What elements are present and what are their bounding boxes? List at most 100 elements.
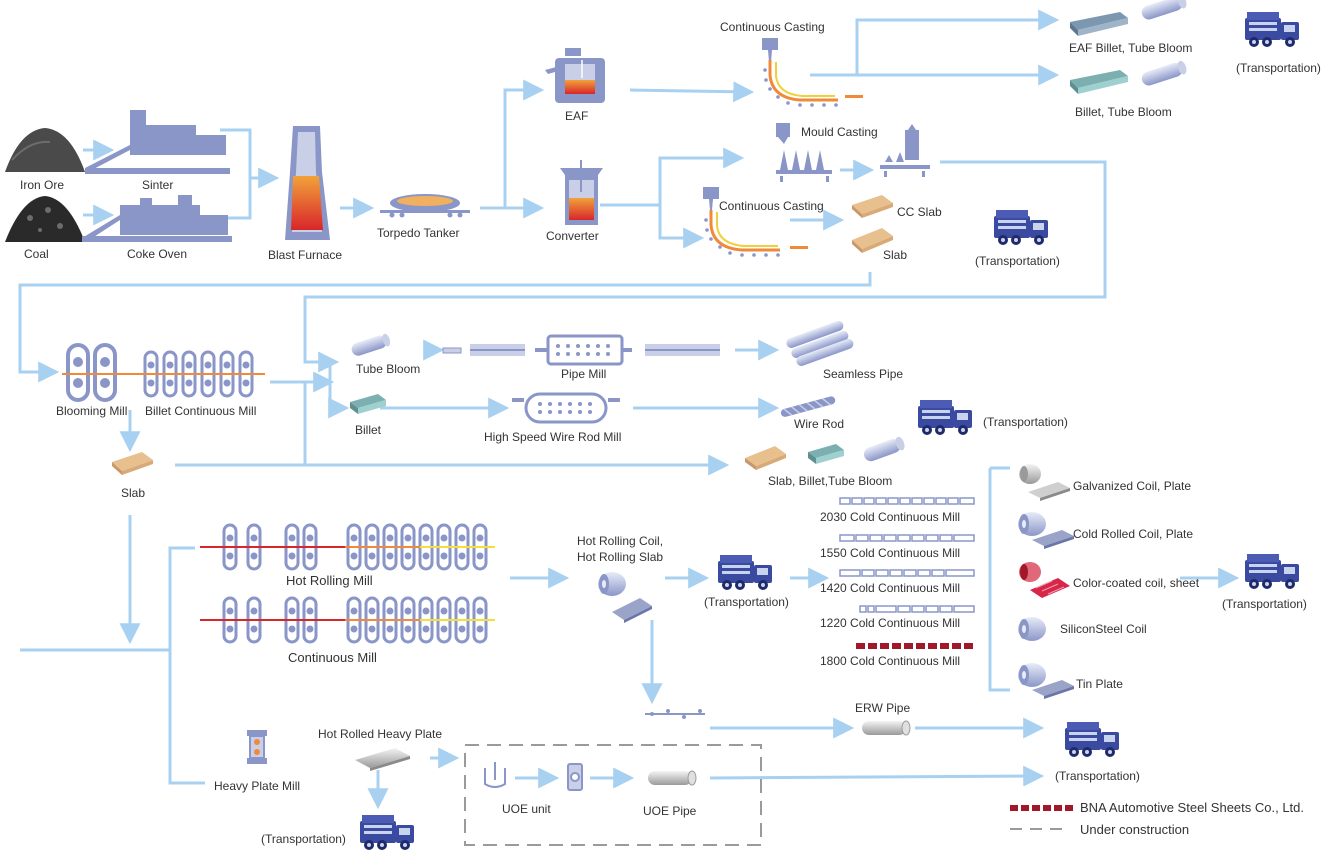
heavy-plate-mill — [247, 730, 267, 764]
truck-icon — [1245, 554, 1299, 589]
seamless-pipe-icon — [786, 320, 854, 366]
cold-mill-1550 — [839, 534, 975, 542]
tin-plate-icon — [1018, 663, 1074, 699]
label-eaf-billet: EAF Billet, Tube Bloom — [1069, 41, 1192, 55]
label-continuous-casting-top: Continuous Casting — [720, 20, 825, 34]
label-transport-7: (Transportation) — [261, 832, 346, 846]
under-construction-box — [464, 744, 762, 846]
label-cc-slab: CC Slab — [897, 205, 942, 219]
billet-icon — [350, 394, 386, 414]
label-continuous-mill: Continuous Mill — [288, 650, 377, 665]
label-converter: Converter — [546, 229, 599, 243]
truck-icon — [1245, 12, 1299, 47]
label-pipe-mill: Pipe Mill — [561, 367, 606, 381]
label-blast-furnace: Blast Furnace — [268, 248, 342, 262]
torpedo-tanker — [380, 194, 470, 218]
wire-rod-icon — [780, 396, 836, 417]
continuous-casting-mid — [703, 187, 808, 257]
label-torpedo-tanker: Torpedo Tanker — [377, 226, 460, 240]
label-galvanized: Galvanized Coil, Plate — [1073, 479, 1191, 493]
label-erw-pipe: ERW Pipe — [855, 701, 910, 715]
label-tin-plate: Tin Plate — [1076, 677, 1123, 691]
label-ccm-2030: 2030 Cold Continuous Mill — [820, 510, 960, 524]
heavy-plate-icon — [355, 748, 410, 771]
label-slab-top: Slab — [883, 248, 907, 262]
label-slab-mid: Slab — [121, 486, 145, 500]
erw-mill — [645, 709, 705, 719]
cold-mill-1420 — [839, 569, 975, 577]
blast-furnace — [285, 126, 330, 240]
label-billet-tube-bloom: Billet, Tube Bloom — [1075, 105, 1172, 119]
label-cold-rolled: Cold Rolled Coil, Plate — [1073, 527, 1193, 541]
tube-bloom-icon — [351, 333, 391, 356]
blooming-mill — [66, 343, 117, 402]
label-silicon-steel: SiliconSteel Coil — [1060, 622, 1147, 636]
label-ccm-1420: 1420 Cold Continuous Mill — [820, 581, 960, 595]
truck-icon — [718, 555, 772, 590]
label-iron-ore: Iron Ore — [20, 178, 64, 192]
label-coal: Coal — [24, 247, 49, 261]
legend-construction-label: Under construction — [1080, 822, 1189, 837]
hot-rolling-coil-icon — [598, 572, 652, 623]
slab-top-icon — [852, 228, 893, 253]
label-hot-rolling-mill: Hot Rolling Mill — [286, 573, 373, 588]
cc-slab-icon — [852, 195, 893, 218]
legend — [1010, 805, 1073, 830]
label-ccm-1800: 1800 Cold Continuous Mill — [820, 654, 960, 668]
label-color-coated: Color-coated coil, sheet — [1073, 576, 1200, 590]
label-transport-6: (Transportation) — [1055, 769, 1140, 783]
hot-rolling-mill — [200, 523, 495, 571]
flow-lines — [18, 9, 1240, 810]
slab-mid-icon — [112, 452, 153, 475]
label-transport-1: (Transportation) — [1236, 61, 1321, 75]
label-mould-casting: Mould Casting — [801, 125, 878, 139]
continuous-mill — [200, 596, 495, 644]
uoe-pipe-icon — [648, 770, 697, 786]
text-labels: Iron Ore Sinter Coal Coke Oven Blast Fur… — [20, 20, 1321, 846]
label-hs-wire-rod-mill: High Speed Wire Rod Mill — [484, 430, 621, 444]
uoe-unit-icon — [484, 762, 583, 791]
legend-bna-swatch — [1010, 805, 1073, 811]
coke-oven-plant — [82, 195, 232, 242]
cold-mill-1220 — [859, 605, 975, 613]
label-hot-rolled-heavy-plate: Hot Rolled Heavy Plate — [318, 727, 442, 741]
label-transport-3: (Transportation) — [983, 415, 1068, 429]
label-transport-4: (Transportation) — [704, 595, 789, 609]
truck-icon — [918, 400, 972, 435]
cold-rolled-icon — [1018, 512, 1074, 549]
label-hot-rolling-coil-1: Hot Rolling Coil, — [577, 534, 663, 548]
label-uoe-pipe: UOE Pipe — [643, 804, 697, 818]
label-billet-continuous-mill: Billet Continuous Mill — [145, 404, 256, 418]
label-transport-5: (Transportation) — [1222, 597, 1307, 611]
truck-icon — [1065, 722, 1119, 757]
eaf-furnace — [545, 48, 605, 103]
label-ccm-1220: 1220 Cold Continuous Mill — [820, 616, 960, 630]
label-billet: Billet — [355, 423, 382, 437]
label-ccm-1550: 1550 Cold Continuous Mill — [820, 546, 960, 560]
converter — [560, 160, 603, 225]
label-seamless-pipe: Seamless Pipe — [823, 367, 903, 381]
truck-icon — [360, 815, 414, 850]
galvanized-icon — [1019, 464, 1070, 501]
billet-tube-bloom-icons — [1070, 60, 1187, 94]
label-transport-2: (Transportation) — [975, 254, 1060, 268]
label-slab-billet-tube: Slab, Billet,Tube Bloom — [768, 474, 892, 488]
cold-mill-2030 — [839, 497, 975, 505]
label-wire-rod: Wire Rod — [794, 417, 844, 431]
legend-bna-label: BNA Automotive Steel Sheets Co., Ltd. — [1080, 800, 1304, 815]
label-sinter: Sinter — [142, 178, 173, 192]
cold-mill-1800 — [856, 643, 973, 649]
label-uoe-unit: UOE unit — [502, 802, 551, 816]
silicon-steel-icon — [1018, 617, 1046, 641]
hs-wire-rod-mill — [512, 392, 620, 424]
iron-ore-pile — [5, 128, 85, 172]
label-heavy-plate-mill: Heavy Plate Mill — [214, 779, 300, 793]
label-blooming-mill: Blooming Mill — [56, 404, 127, 418]
label-eaf: EAF — [565, 109, 588, 123]
truck-icon — [994, 210, 1048, 245]
slab-billet-tube-icons — [745, 436, 905, 470]
eaf-billet-icons — [1070, 0, 1187, 36]
coal-pile — [5, 196, 85, 242]
